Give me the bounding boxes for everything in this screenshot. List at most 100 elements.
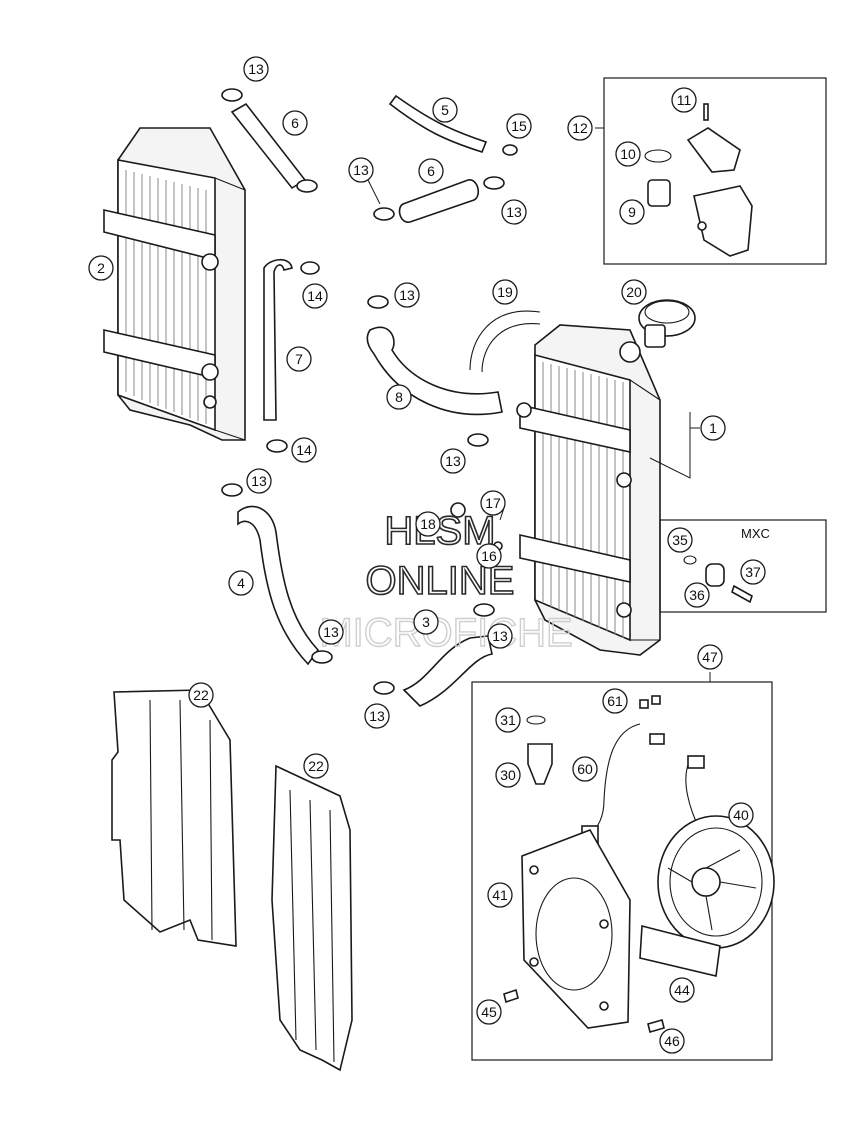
callout-40: 40 [728,802,754,828]
svg-text:31: 31 [500,712,516,728]
callout-31: 31 [495,707,521,733]
callout-17: 17 [480,490,506,516]
svg-text:35: 35 [672,532,688,548]
callout-19: 19 [492,279,518,305]
svg-text:61: 61 [607,693,623,709]
svg-text:36: 36 [689,587,705,603]
callout-3: 3 [413,609,439,635]
radiator-cap [638,299,696,348]
svg-text:10: 10 [620,146,636,162]
callout-30: 30 [495,762,521,788]
radiator-left [103,127,246,441]
svg-text:19: 19 [497,284,513,300]
callout-7: 7 [286,346,312,372]
callout-8: 8 [386,384,412,410]
svg-text:15: 15 [511,118,527,134]
svg-text:11: 11 [677,92,692,108]
callout-44: 44 [669,977,695,1003]
svg-text:47: 47 [702,649,718,665]
callout-13e: 13 [440,448,466,474]
callout-13g: 13 [318,619,344,645]
svg-text:17: 17 [485,495,501,511]
watermark-line1: HLSM [384,509,495,553]
svg-text:14: 14 [307,288,323,304]
svg-text:13: 13 [445,453,461,469]
callout-15: 15 [506,113,532,139]
hose-clamps [221,88,518,695]
callout-4: 4 [228,570,254,596]
callout-47: 47 [697,644,723,670]
callout-9: 9 [619,199,645,225]
svg-text:13: 13 [369,708,385,724]
svg-text:13: 13 [506,204,522,220]
svg-text:13: 13 [492,628,508,644]
watermark-line3: MICROFICHE [319,611,572,655]
callout-36: 36 [684,582,710,608]
svg-text:13: 13 [248,61,264,77]
callout-46: 46 [659,1028,685,1054]
svg-text:9: 9 [628,204,636,220]
callout-20: 20 [621,279,647,305]
callout-22a: 22 [188,682,214,708]
svg-text:37: 37 [745,564,761,580]
svg-text:8: 8 [395,389,403,405]
svg-text:13: 13 [353,162,369,178]
callout-37: 37 [740,559,766,585]
svg-text:12: 12 [572,120,588,136]
svg-text:20: 20 [626,284,642,300]
leader-lines [363,127,711,682]
svg-text:60: 60 [577,761,593,777]
mxc-parts [683,555,753,604]
callout-13c: 13 [501,199,527,225]
svg-text:40: 40 [733,807,749,823]
svg-text:22: 22 [308,758,324,774]
callout-45: 45 [476,999,502,1025]
mxc-label: MXC [741,526,770,541]
callout-11: 11 [671,87,697,113]
callout-2: 2 [88,255,114,281]
hoses [230,94,541,707]
radiator-right [516,324,661,656]
callout-13a: 13 [243,56,269,82]
svg-text:6: 6 [427,163,435,179]
svg-text:44: 44 [674,982,690,998]
svg-text:5: 5 [441,102,449,118]
thermostat-parts [644,103,753,257]
svg-text:13: 13 [251,473,267,489]
callout-61: 61 [602,688,628,714]
callout-35: 35 [667,527,693,553]
callout-12: 12 [567,115,593,141]
callout-16: 16 [476,543,502,569]
svg-text:1: 1 [709,420,717,436]
callout-14b: 14 [291,437,317,463]
callout-60: 60 [572,756,598,782]
fan-parts [503,695,775,1033]
callout-5: 5 [432,97,458,123]
thermostat-kit-box [603,77,827,265]
radiator-shrouds [111,689,353,1072]
callout-22b: 22 [303,753,329,779]
svg-text:18: 18 [420,516,436,532]
callout-18: 18 [415,511,441,537]
svg-text:41: 41 [492,887,508,903]
callout-14a: 14 [302,283,328,309]
svg-text:13: 13 [399,287,415,303]
callout-13h: 13 [487,623,513,649]
callout-6a: 6 [282,110,308,136]
callout-13b: 13 [348,157,374,183]
callout-13f: 13 [246,468,272,494]
callout-6b: 6 [418,158,444,184]
svg-text:30: 30 [500,767,516,783]
callout-13d: 13 [394,282,420,308]
callout-1: 1 [700,415,726,441]
svg-text:3: 3 [422,614,430,630]
svg-text:45: 45 [481,1004,497,1020]
mxc-kit-box [659,519,827,613]
svg-text:6: 6 [291,115,299,131]
callout-13i: 13 [364,703,390,729]
callout-10: 10 [615,141,641,167]
svg-text:13: 13 [323,624,339,640]
svg-text:16: 16 [481,548,497,564]
svg-text:4: 4 [237,575,245,591]
